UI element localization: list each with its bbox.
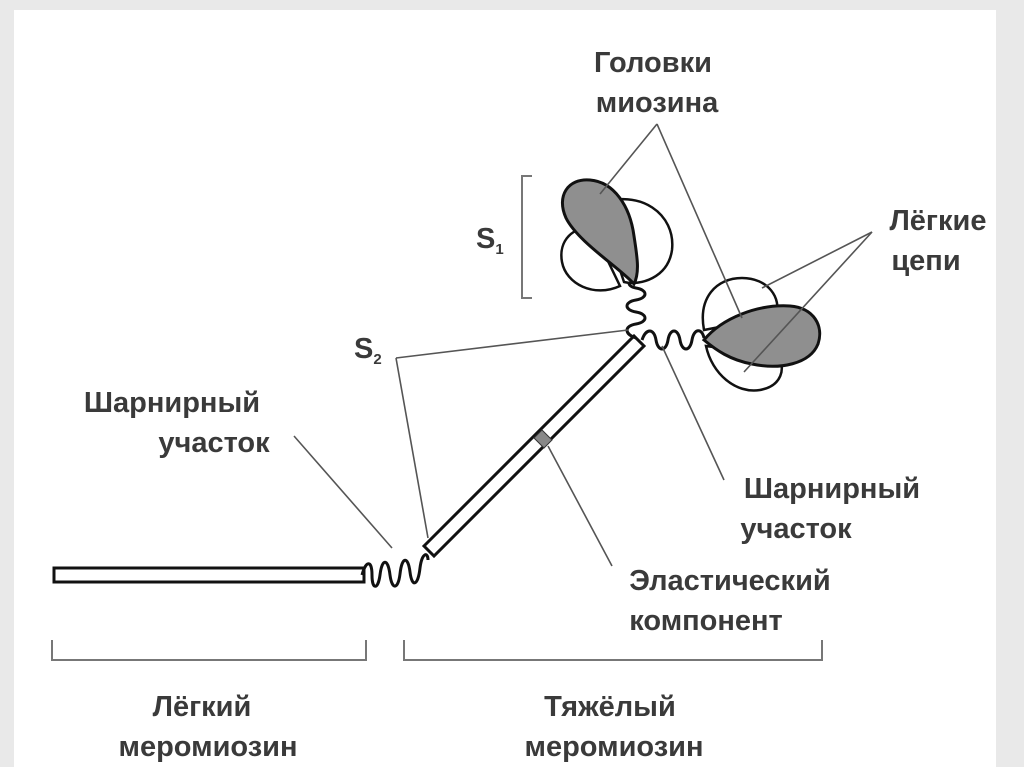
elastic-component-marker <box>533 429 553 449</box>
label-myosin-heads: Головки миозина <box>594 47 720 119</box>
label-s2: S2 <box>354 333 382 368</box>
label-light-chains: Лёгкие цепи <box>889 205 994 277</box>
label-hinge-left: Шарнирный участок <box>84 387 270 459</box>
myosin-head-upper <box>560 178 639 287</box>
light-meromyosin-bracket <box>51 640 367 661</box>
leader-lines <box>293 123 873 567</box>
label-s1: S1 <box>476 223 504 258</box>
label-heavy-meromyosin: Тяжёлый меромиозин <box>525 691 704 763</box>
diagram-panel <box>14 10 996 767</box>
label-hinge-right: Шарнирный участок <box>740 473 928 545</box>
hinge-coil-upper <box>625 276 647 340</box>
label-elastic-component: Эластический компонент <box>629 565 839 637</box>
heavy-meromyosin-rod <box>421 333 647 559</box>
label-light-meromyosin: Лёгкий меромиозин <box>119 691 298 763</box>
hinge-coil-left <box>360 553 430 588</box>
hinge-coil-right <box>640 329 706 351</box>
heavy-meromyosin-bracket <box>403 640 823 661</box>
s1-bracket <box>521 175 532 299</box>
light-meromyosin-rod <box>52 566 366 584</box>
